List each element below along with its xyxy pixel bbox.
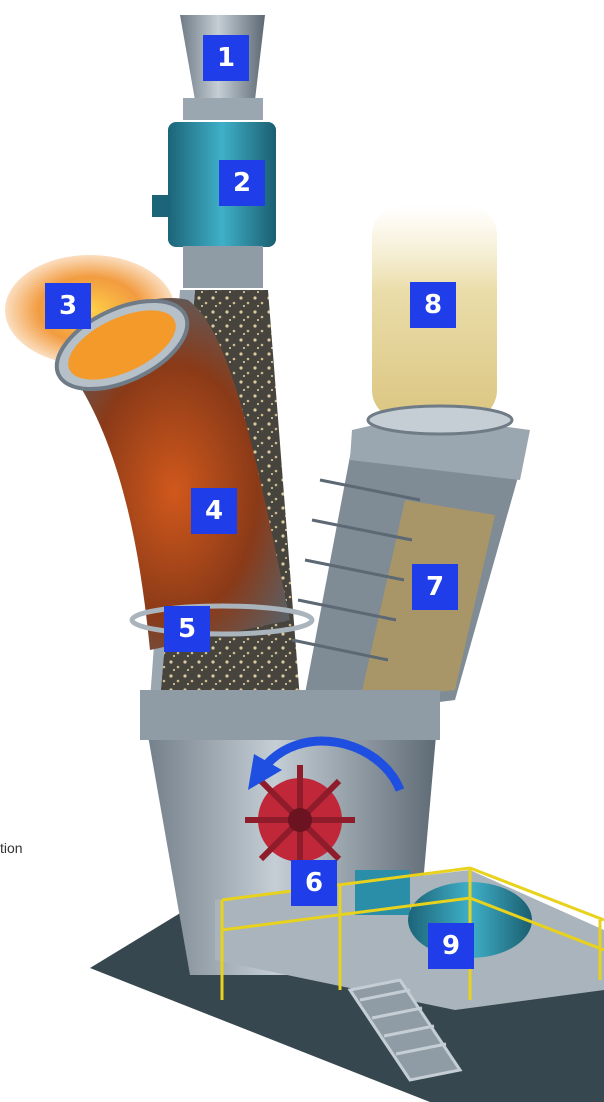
outlet-rim: [368, 406, 512, 434]
badge-3: 3: [45, 283, 91, 329]
cropped-side-text: tion: [0, 840, 23, 856]
badge-8: 8: [410, 282, 456, 328]
feeder-side-box: [152, 195, 170, 217]
badge-9: 9: [428, 923, 474, 969]
badge-1: 1: [203, 35, 249, 81]
badge-7: 7: [412, 564, 458, 610]
housing-band: [140, 690, 440, 740]
badge-2: 2: [219, 160, 265, 206]
hopper-collar: [183, 98, 263, 120]
feed-column-neck: [183, 246, 263, 288]
badge-6: 6: [291, 860, 337, 906]
badge-5: 5: [164, 606, 210, 652]
badge-4: 4: [191, 488, 237, 534]
